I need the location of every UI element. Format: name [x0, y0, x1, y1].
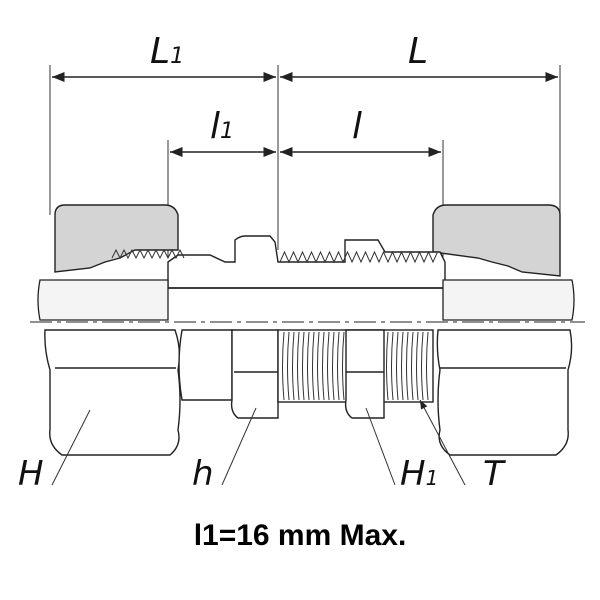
- thread-line: [406, 331, 409, 401]
- thread-line: [312, 331, 315, 401]
- label-T: T: [483, 454, 506, 494]
- thread-line: [426, 331, 429, 401]
- leader-H1: [365, 407, 396, 486]
- lower-exterior: [44, 329, 573, 456]
- tubes: [37, 279, 575, 321]
- thread-line: [421, 331, 424, 401]
- label-H: H: [18, 454, 44, 494]
- label-L1: L1: [150, 31, 184, 72]
- thread-right: [279, 250, 438, 264]
- thread-line: [282, 331, 285, 401]
- thread-line: [386, 331, 389, 401]
- thread-line: [342, 331, 345, 401]
- label-H1: H1: [400, 454, 438, 494]
- thread-line: [317, 331, 320, 401]
- thread-line: [391, 331, 394, 401]
- dimension-lines: [49, 65, 561, 258]
- max-length-note: l1=16 mm Max.: [194, 519, 407, 552]
- right-tube: [442, 279, 575, 321]
- thread-line: [332, 331, 335, 401]
- right-nut-section: [432, 204, 561, 277]
- label-L: L: [408, 31, 428, 72]
- leader-H: [51, 409, 91, 486]
- leader-T: [419, 399, 466, 486]
- thread-line: [287, 331, 290, 401]
- leader-h: [221, 407, 257, 486]
- label-l1: l1: [210, 106, 234, 147]
- body-neck-left: [178, 329, 233, 401]
- leader-lines: [51, 399, 466, 486]
- thread-left: [111, 248, 185, 260]
- thread-line: [337, 331, 340, 401]
- left-hex-nut: [44, 329, 181, 456]
- thread-line: [307, 331, 310, 401]
- right-hex-nut: [436, 329, 573, 456]
- thread-line: [416, 331, 419, 401]
- left-tube: [37, 279, 169, 321]
- upper-section: [54, 204, 561, 289]
- thread-line: [322, 331, 325, 401]
- thread-line: [396, 331, 399, 401]
- thread-line: [401, 331, 404, 401]
- thread-line: [327, 331, 330, 401]
- left-nut-section: [54, 204, 179, 273]
- thread-line: [292, 331, 295, 401]
- bulkhead-locknut: [344, 329, 385, 419]
- shank-threads: [282, 331, 429, 401]
- thread-line: [302, 331, 305, 401]
- label-h: h: [192, 454, 214, 494]
- thread-line: [297, 331, 300, 401]
- thread-line: [411, 331, 414, 401]
- body-hex-h: [230, 329, 279, 419]
- label-l: l: [352, 106, 362, 147]
